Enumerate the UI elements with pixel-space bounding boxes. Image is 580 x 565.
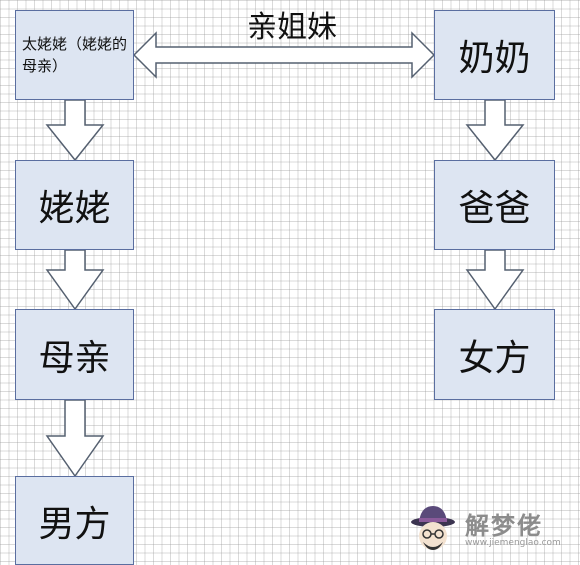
down-arrow-right-1 xyxy=(465,99,525,162)
grandmother-maternal-box: 姥姥 xyxy=(15,160,134,250)
great-grandmother-box: 太姥姥（姥姥的母亲） xyxy=(15,10,134,100)
female-side-label: 女方 xyxy=(458,337,531,379)
down-arrow-left-3 xyxy=(45,399,105,478)
father-label: 爸爸 xyxy=(458,188,531,229)
sibling-relation-label: 亲姐妹 xyxy=(247,10,337,45)
grandmother-paternal-box: 奶奶 xyxy=(434,10,555,100)
watermark-name: 解梦佬 xyxy=(465,512,543,540)
male-side-label: 男方 xyxy=(38,503,111,545)
grandmother-maternal-label: 姥姥 xyxy=(38,188,111,229)
father-box: 爸爸 xyxy=(434,160,555,250)
watermark-url: www.jiemenglao.com xyxy=(465,538,561,548)
male-side-box: 男方 xyxy=(15,476,134,565)
mother-box: 母亲 xyxy=(15,309,134,400)
mother-label: 母亲 xyxy=(38,337,111,379)
detective-avatar-icon xyxy=(411,506,455,550)
down-arrow-left-1 xyxy=(45,99,105,162)
down-arrow-right-2 xyxy=(465,249,525,311)
great-grandmother-label: 太姥姥（姥姥的母亲） xyxy=(22,35,128,75)
down-arrow-left-2 xyxy=(45,249,105,311)
site-watermark: 解梦佬 www.jiemenglao.com xyxy=(405,500,575,560)
grandmother-paternal-label: 奶奶 xyxy=(458,38,531,79)
female-side-box: 女方 xyxy=(434,309,555,400)
